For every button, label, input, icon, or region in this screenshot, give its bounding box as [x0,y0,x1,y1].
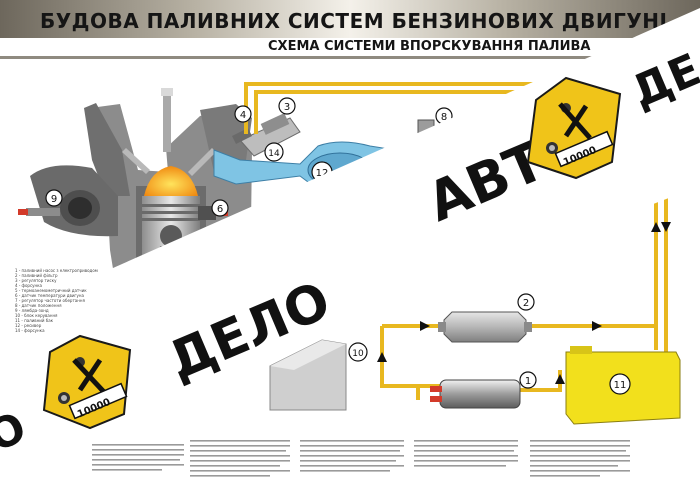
title-bar: БУДОВА ПАЛИВНИХ СИСТЕМ БЕНЗИНОВИХ ДВИГУН… [0,0,700,38]
legend-item: 4 - форсунка [15,283,42,288]
legend-item: 11 - паливний бак [15,318,54,323]
fuel-filter [438,311,532,343]
legend-item: 5 - термоанемометричний датчик [15,288,87,293]
legend-item: 3 - регулятор тиску [15,278,57,283]
fuel-pump [430,379,521,409]
callout-3: 3 [278,97,296,115]
callout-4: 4 [234,105,252,123]
svg-text:9: 9 [51,194,57,205]
fine-print-blocks [92,440,630,477]
callout-2: 2 [517,293,535,311]
flow-arrows [377,222,671,384]
svg-text:3: 3 [284,102,290,113]
watermark: АВТО ДЕЛО ДЕ О 10000 [0,8,700,461]
svg-text:14: 14 [268,149,280,159]
callout-1: 1 [519,371,537,389]
callout-10: 10 [348,342,368,362]
watermark-badge-top: 10000 [526,76,622,180]
legend-item: 10 - блок керування [15,313,58,318]
legend-item: 9 - лямбда-зонд [15,308,49,313]
svg-text:10: 10 [352,349,364,359]
pressure-regulator [260,113,290,135]
poster-subtitle: СХЕМА СИСТЕМИ ВПОРСКУВАННЯ ПАЛИВА [268,39,591,54]
legend-item: 12 - ресивер [15,323,42,328]
legend-item: 8 - датчик положення [15,303,62,308]
svg-text:1: 1 [525,376,531,387]
poster-title: БУДОВА ПАЛИВНИХ СИСТЕМ БЕНЗИНОВИХ ДВИГУН… [40,9,668,33]
legend-item: 6 - датчик температури двигуна [15,293,84,298]
svg-text:11: 11 [614,380,627,391]
control-unit [269,339,347,411]
screwdriver-icon [563,104,589,138]
watermark-band-lower [0,8,700,430]
engine-cutaway [18,88,252,315]
svg-text:8: 8 [441,112,447,123]
svg-text:6: 6 [217,204,223,215]
legend-item: 7 - регулятор частоти обертання [15,298,85,303]
svg-text:2: 2 [523,298,529,309]
callout-14: 14 [264,142,284,162]
watermark-badge-bottom: 10000 [42,334,132,430]
svg-text:4: 4 [240,110,246,121]
callout-11: 11 [609,373,631,395]
subtitle-divider [0,56,700,59]
watermark-band-right [380,118,700,300]
callout-9: 9 [45,189,63,207]
legend-item: 2 - паливний фільтр [15,273,58,278]
legend-item: 1 - паливний насос з електроприводом [15,268,98,273]
component-legend: 1 - паливний насос з електроприводом 2 -… [15,268,125,333]
svg-text:12: 12 [316,168,329,179]
callout-6: 6 [211,199,229,217]
screwdriver-icon [77,358,103,392]
legend-item: 14 - форсунка [15,328,45,333]
